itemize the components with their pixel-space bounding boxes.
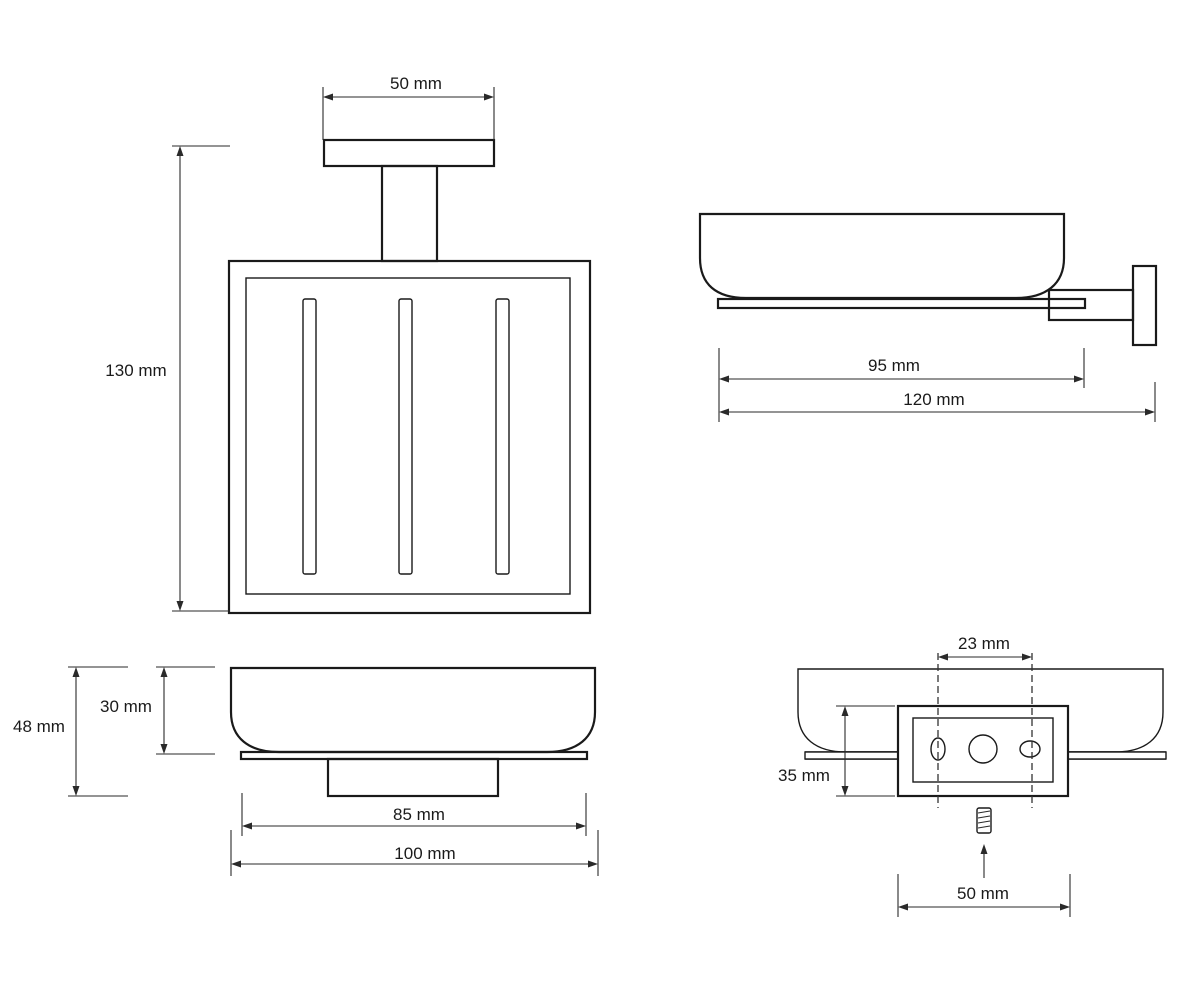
mounting-plate-inner [912, 717, 1054, 783]
label-front-height: 130 mm [105, 361, 166, 380]
side-dish-bowl [698, 212, 1066, 300]
front-slot-left [302, 298, 317, 575]
front-slot-middle [398, 298, 413, 575]
mounting-slot-right [1019, 740, 1041, 758]
elevation-base-block [326, 757, 500, 798]
mounting-tray-left-end [804, 751, 899, 760]
label-bottom-outer-width: 100 mm [394, 844, 455, 863]
elevation-view [229, 666, 597, 798]
label-side-total-depth: 120 mm [903, 390, 964, 409]
dim-bottom-outer-width: 100 mm [230, 830, 599, 876]
side-tray-plate [716, 297, 1087, 310]
front-wall-plate [322, 138, 496, 168]
dim-side-dish-depth: 95 mm [718, 348, 1085, 422]
dim-bottom-total-height: 48 mm [13, 666, 128, 797]
dim-back-plate-width: 50 mm [897, 874, 1071, 917]
label-back-plate-width: 50 mm [957, 884, 1009, 903]
front-stem [380, 164, 439, 263]
label-bottom-total-height: 48 mm [13, 717, 65, 736]
mounting-center-hole [968, 734, 998, 764]
mounting-view [797, 653, 1167, 878]
front-dish-inner [245, 277, 571, 595]
front-slot-right [495, 298, 510, 575]
label-bottom-inner-width: 85 mm [393, 805, 445, 824]
side-arm [1047, 288, 1135, 322]
label-front-bracket-width: 50 mm [390, 74, 442, 93]
dim-front-bracket-width: 50 mm [322, 74, 495, 140]
side-view [698, 212, 1158, 347]
front-view [227, 138, 592, 615]
dim-back-hole-spacing: 23 mm [938, 634, 1032, 661]
up-arrow-icon [980, 844, 988, 878]
mounting-tray-right-end [1067, 751, 1167, 760]
front-dish-outer [227, 259, 592, 615]
dim-back-plate-height: 35 mm [778, 705, 895, 797]
label-bottom-dish-height: 30 mm [100, 697, 152, 716]
label-back-hole-spacing: 23 mm [958, 634, 1010, 653]
dim-bottom-inner-width: 85 mm [241, 793, 587, 836]
dim-side-total-depth: 120 mm [719, 382, 1156, 422]
label-back-plate-height: 35 mm [778, 766, 830, 785]
mounting-slot-left [930, 737, 946, 761]
screw-icon [976, 807, 992, 834]
elevation-dish-bowl [229, 666, 597, 754]
side-wall-plate [1131, 264, 1158, 347]
label-side-dish-depth: 95 mm [868, 356, 920, 375]
dim-front-height: 130 mm [105, 145, 230, 612]
dim-bottom-dish-height: 30 mm [100, 666, 215, 755]
